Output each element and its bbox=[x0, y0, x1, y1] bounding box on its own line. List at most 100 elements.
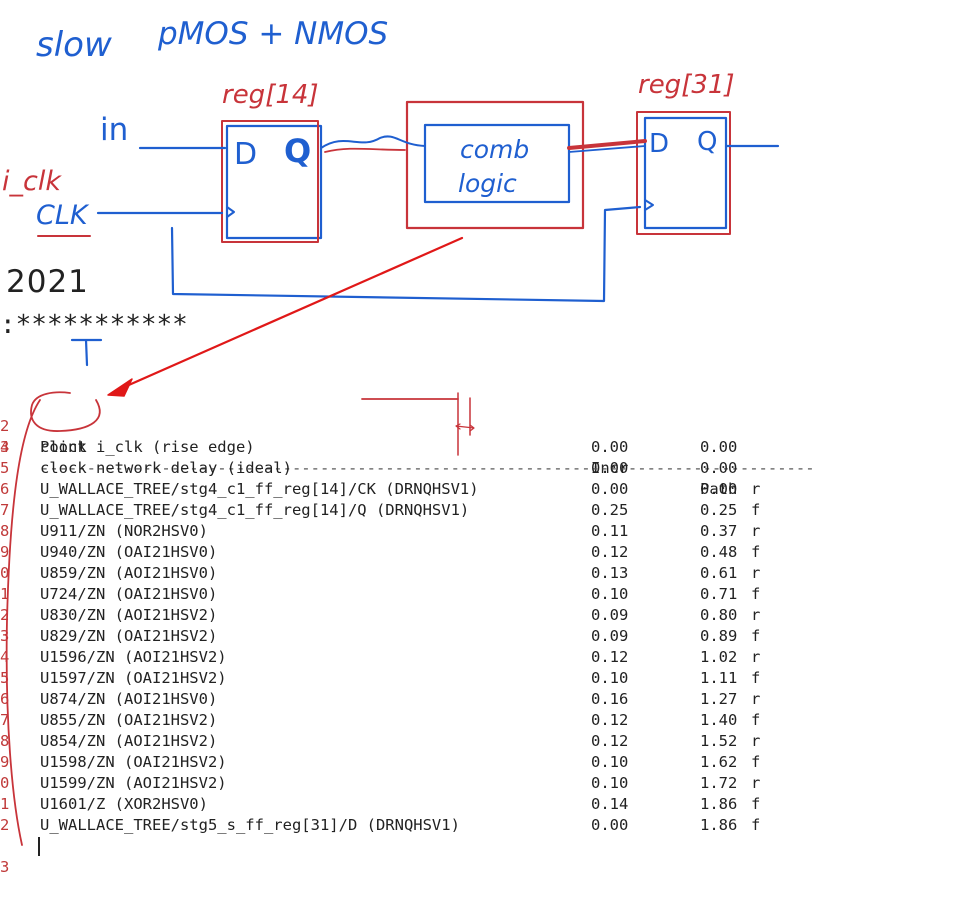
edge-cell: r bbox=[751, 648, 761, 666]
line-number: 1 bbox=[0, 585, 10, 603]
point-cell: clock i_clk (rise edge) bbox=[40, 438, 255, 456]
incr-cell: 0.14 bbox=[591, 795, 629, 813]
incr-cell: 0.00 bbox=[591, 438, 629, 456]
path-cell: 0.37 bbox=[700, 522, 738, 540]
edge-cell: r bbox=[751, 774, 761, 792]
header-incr: Incr bbox=[591, 459, 629, 477]
line-number: 9 bbox=[0, 753, 10, 771]
incr-cell: 0.25 bbox=[591, 501, 629, 519]
edge-cell: r bbox=[751, 564, 761, 582]
point-cell: U830/ZN (AOI21HSV2) bbox=[40, 606, 218, 624]
point-cell: U724/ZN (OAI21HSV0) bbox=[40, 585, 218, 603]
line-number: 4 bbox=[0, 648, 10, 666]
edge-cell: f bbox=[751, 711, 761, 729]
reg31-q-label: Q bbox=[697, 127, 717, 157]
point-cell: U859/ZN (AOI21HSV0) bbox=[40, 564, 218, 582]
point-cell: U_WALLACE_TREE/stg4_c1_ff_reg[14]/CK (DR… bbox=[40, 480, 479, 498]
t-mark bbox=[70, 338, 103, 367]
text-cursor bbox=[38, 837, 40, 856]
line-number: 5 bbox=[0, 669, 10, 687]
line-number: 4 bbox=[0, 438, 10, 456]
line-number: 1 bbox=[0, 795, 10, 813]
line-number: 3 bbox=[0, 438, 10, 456]
edge-cell: r bbox=[751, 690, 761, 708]
reg31-box-blue bbox=[643, 116, 728, 230]
incr-cell: 0.10 bbox=[591, 753, 629, 771]
year-text: 2021 bbox=[6, 264, 89, 300]
edge-cell: r bbox=[751, 480, 761, 498]
path-cell: 0.25 bbox=[700, 501, 738, 519]
path-cell: 0.71 bbox=[700, 585, 738, 603]
header-mark-arrow bbox=[455, 423, 475, 432]
clock-return-wire bbox=[170, 205, 642, 303]
in-label: in bbox=[100, 112, 128, 148]
path-cell: 1.52 bbox=[700, 732, 738, 750]
path-cell: 1.62 bbox=[700, 753, 738, 771]
reg14-box-red bbox=[221, 120, 319, 243]
reg14-label: reg[14] bbox=[222, 80, 319, 110]
edge-cell: r bbox=[751, 732, 761, 750]
incr-cell: 0.16 bbox=[591, 690, 629, 708]
reg14-to-comb-wire bbox=[320, 135, 426, 149]
header-point: Point bbox=[40, 438, 87, 456]
path-cell: 1.02 bbox=[700, 648, 738, 666]
point-cell: U1597/ZN (OAI21HSV2) bbox=[40, 669, 227, 687]
edge-cell: f bbox=[751, 795, 761, 813]
line-number: 2 bbox=[0, 606, 10, 624]
point-cell: U940/ZN (OAI21HSV0) bbox=[40, 543, 218, 561]
reg14-box-blue bbox=[225, 124, 323, 240]
edge-cell: f bbox=[751, 501, 761, 519]
comb-to-reg31-wire bbox=[568, 145, 646, 153]
point-cell: U874/ZN (AOI21HSV0) bbox=[40, 690, 218, 708]
edge-cell: r bbox=[751, 606, 761, 624]
path-cell: 1.11 bbox=[700, 669, 738, 687]
path-cell: 0.00 bbox=[700, 438, 738, 456]
comb-label: comb bbox=[460, 135, 529, 164]
point-cell: U1596/ZN (AOI21HSV2) bbox=[40, 648, 227, 666]
incr-cell: 0.10 bbox=[591, 774, 629, 792]
point-cell: U1601/Z (XOR2HSV0) bbox=[40, 795, 208, 813]
edge-cell: f bbox=[751, 585, 761, 603]
incr-cell: 0.09 bbox=[591, 627, 629, 645]
arrow-head bbox=[107, 378, 133, 397]
incr-cell: 0.12 bbox=[591, 543, 629, 561]
header-path: Path bbox=[700, 480, 738, 498]
line-number: 0 bbox=[0, 774, 10, 792]
path-cell: 1.72 bbox=[700, 774, 738, 792]
report-header-row: 2 Point Incr Path bbox=[0, 395, 737, 498]
incr-cell: 0.09 bbox=[591, 606, 629, 624]
line-number: 7 bbox=[0, 501, 10, 519]
point-cell: U855/ZN (OAI21HSV2) bbox=[40, 711, 218, 729]
point-cell: clock network delay (ideal) bbox=[40, 459, 292, 477]
incr-cell: 0.00 bbox=[591, 816, 629, 834]
line-number: 2 bbox=[0, 816, 10, 834]
point-cell: U1599/ZN (AOI21HSV2) bbox=[40, 774, 227, 792]
line-number: 5 bbox=[0, 459, 10, 477]
separator-dashes: ----------------------------------------… bbox=[40, 459, 815, 477]
header-mark-ticks bbox=[457, 392, 471, 456]
line-number: 0 bbox=[0, 564, 10, 582]
path-cell: 0.00 bbox=[700, 480, 738, 498]
point-circle bbox=[30, 391, 101, 432]
incr-cell: 0.11 bbox=[591, 522, 629, 540]
slow-word: slow bbox=[36, 25, 112, 65]
reg31-d-label: D bbox=[649, 129, 669, 159]
path-cell: 1.40 bbox=[700, 711, 738, 729]
incr-cell: 0.12 bbox=[591, 648, 629, 666]
path-cell: 0.00 bbox=[700, 459, 738, 477]
comb-to-reg31-wire-red bbox=[567, 139, 647, 150]
path-cell: 0.48 bbox=[700, 543, 738, 561]
logic-label: logic bbox=[458, 169, 517, 198]
edge-cell: f bbox=[751, 627, 761, 645]
incr-cell: 0.10 bbox=[591, 669, 629, 687]
line-number: 3 bbox=[0, 627, 10, 645]
point-cell: U1598/ZN (OAI21HSV2) bbox=[40, 753, 227, 771]
reg14-q-label: Q bbox=[284, 132, 311, 170]
incr-cell: 0.10 bbox=[591, 585, 629, 603]
line-number: 7 bbox=[0, 711, 10, 729]
reg31-box-red bbox=[636, 111, 731, 235]
asterisk-line: :*********** bbox=[0, 310, 188, 340]
path-cell: 1.86 bbox=[700, 795, 738, 813]
path-cell: 1.27 bbox=[700, 690, 738, 708]
reg14-to-comb-wire-red bbox=[324, 147, 406, 153]
